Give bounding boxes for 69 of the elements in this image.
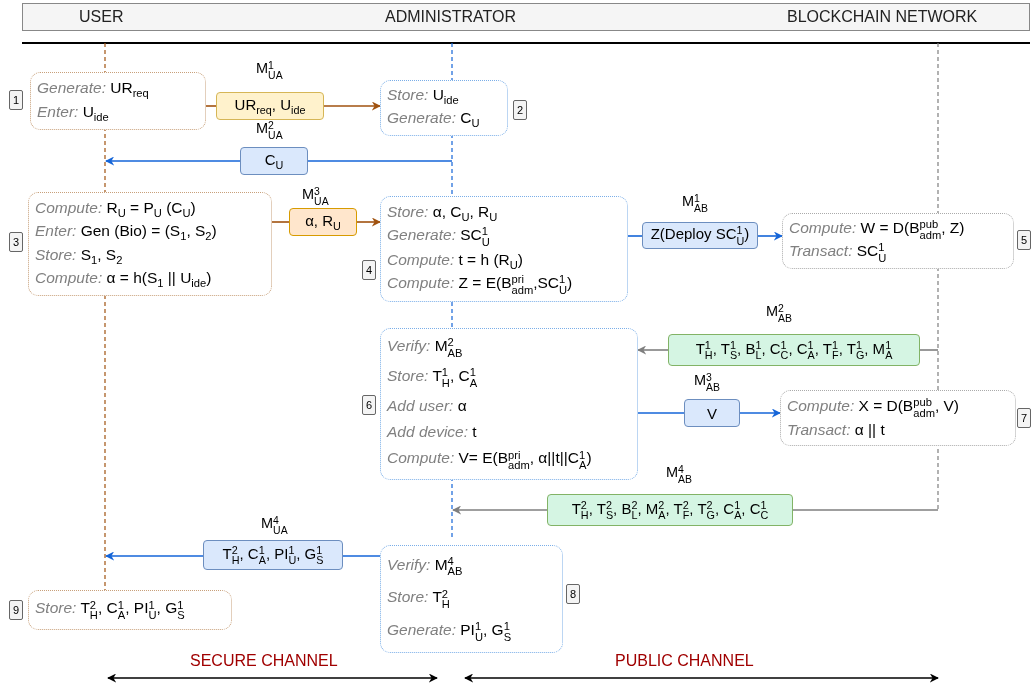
message-text: V <box>707 404 717 422</box>
step-number: 2 <box>513 100 527 120</box>
message-text: UR$_{req}$, U$_{ide}$ <box>234 96 306 116</box>
step-box <box>380 328 638 480</box>
formula-text: Compute: V= E(B$^{pri}$$_{adm}$, α||t||C$^{1}$$_{A}$) <box>387 449 593 471</box>
formula-text: Compute: W = D(B$^{pub}$$_{adm}$, Z) <box>789 218 966 241</box>
formula-text: Transact: α || t <box>787 421 886 440</box>
step-box <box>30 72 206 130</box>
formula-text: Compute: α = h(S$_{1}$ || U$_{ide}$) <box>35 269 213 290</box>
step-box <box>28 192 272 296</box>
formula-text: Compute: X = D(B$^{pub}$$_{adm}$, V) <box>787 396 961 419</box>
message-box <box>684 399 740 427</box>
formula-text: Store: S$_{1}$, S$_{2}$ <box>35 245 124 266</box>
step-box <box>380 80 508 136</box>
formula-text: Add user: α <box>387 396 468 415</box>
step-number: 8 <box>566 584 580 604</box>
message-text: C$_{U}$ <box>264 151 284 171</box>
formula-text: Compute: R$_{U}$ = P$_{U}$ (C$_{U}$) <box>35 198 197 219</box>
step-number: 5 <box>1017 230 1031 250</box>
connector-line <box>627 235 643 237</box>
formula-text: Enter: Gen (Bio) = (S$_{1}$, S$_{2}$) <box>35 222 218 243</box>
message-box <box>642 222 758 249</box>
formula-text: Store: α, C$_{U}$, R$_{U}$ <box>387 202 499 223</box>
connector-line <box>205 105 217 107</box>
formula-text: Store: U$_{ide}$ <box>387 86 460 107</box>
connector-line <box>307 160 453 162</box>
connector-line <box>342 555 381 557</box>
message-text: α, R$_{U}$ <box>305 212 341 232</box>
formula-text: Compute: t = h (R$_{U}$) <box>387 250 524 271</box>
arrow <box>739 408 781 418</box>
step-number: 1 <box>9 90 23 110</box>
connector-line <box>792 509 939 511</box>
arrow <box>105 156 241 166</box>
channel-label: SECURE CHANNEL <box>190 652 338 670</box>
message-text: Z(Deploy SC$^{1}$$_{U}$) <box>650 225 750 246</box>
formula-text: Enter: U$_{ide}$ <box>37 102 110 124</box>
step-number: 3 <box>9 232 23 252</box>
arrow <box>757 231 783 241</box>
formula-text: Generate: UR$_{req}$ <box>37 78 150 100</box>
connector-line <box>271 221 290 223</box>
formula-text: Compute: Z = E(B$^{pri}$$_{adm}$,SC$^{1}$$_{U}$) <box>387 273 574 296</box>
connector-line <box>919 349 939 351</box>
message-box <box>289 208 357 236</box>
message-box <box>240 147 308 175</box>
step-number: 6 <box>362 395 376 415</box>
connector-line <box>637 412 685 414</box>
step-number: 9 <box>9 600 23 620</box>
arrow <box>637 345 669 355</box>
step-box <box>380 196 628 302</box>
message-box <box>216 92 324 120</box>
step-box <box>380 545 563 653</box>
formula-text: Add device: t <box>387 423 478 441</box>
arrow <box>105 551 204 561</box>
step-box <box>782 213 1014 269</box>
message-box <box>203 540 343 570</box>
lifeline-header: USER <box>79 8 124 26</box>
arrow <box>356 217 381 227</box>
channel-label: PUBLIC CHANNEL <box>615 652 754 670</box>
formula-text: Generate: C$_{U}$ <box>387 109 481 130</box>
step-box <box>28 590 232 630</box>
message-box <box>547 494 793 526</box>
message-box <box>668 334 920 366</box>
lifeline-header: ADMINISTRATOR <box>385 8 516 26</box>
arrow <box>323 101 381 111</box>
step-number: 7 <box>1017 408 1031 428</box>
step-box <box>780 390 1016 446</box>
lifeline-header: BLOCKCHAIN NETWORK <box>787 8 978 26</box>
arrow <box>452 505 548 515</box>
step-number: 4 <box>362 260 376 280</box>
